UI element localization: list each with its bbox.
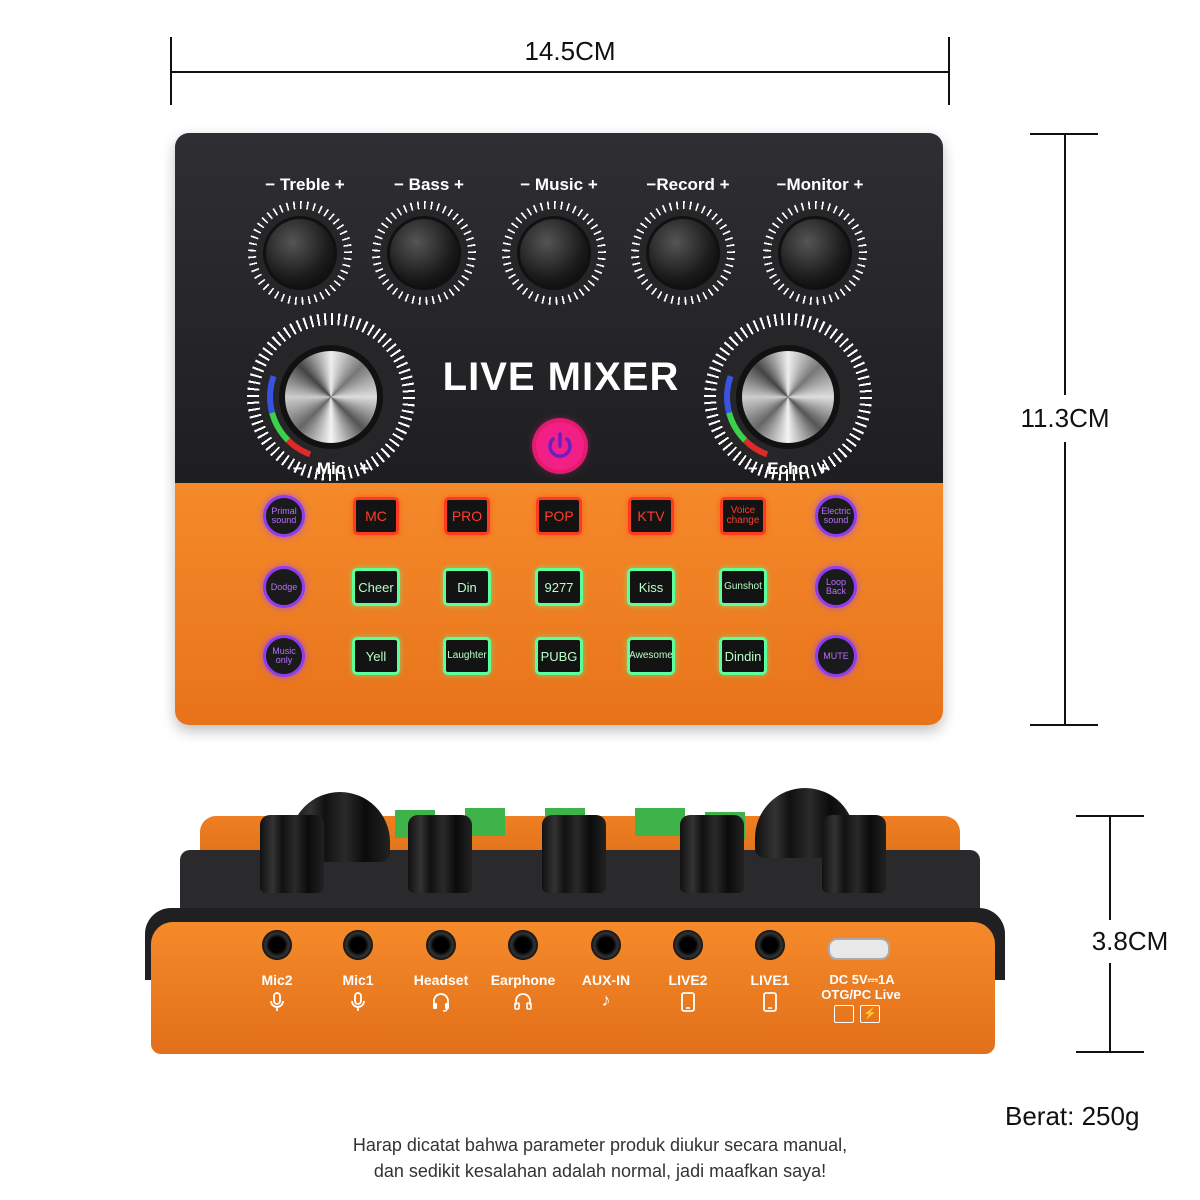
depth-dim-bottom-tick <box>1076 1051 1144 1053</box>
music-knob[interactable] <box>517 216 591 290</box>
mic-icon <box>313 992 403 1017</box>
port-headset[interactable]: Headset <box>396 930 486 1020</box>
headphone-icon <box>478 992 568 1017</box>
music-note-icon: ♪ <box>601 990 611 1010</box>
port-live2[interactable]: LIVE2 <box>643 930 733 1020</box>
port-label: Mic2 <box>261 972 293 988</box>
bass-knob-group: − Bass + <box>364 173 494 305</box>
disclaimer-line-2: dan sedikit kesalahan adalah normal, jad… <box>373 1161 827 1181</box>
bass-label: − Bass + <box>394 175 464 194</box>
pad-electric-sound[interactable]: Electric sound <box>815 495 857 537</box>
pad-9277[interactable]: 9277 <box>535 568 583 606</box>
echo-knob[interactable] <box>742 351 834 443</box>
monitor-knob-group: −Monitor + <box>755 173 885 305</box>
pad-cheer[interactable]: Cheer <box>352 568 400 606</box>
port-label: Mic1 <box>342 972 374 988</box>
port-earphone[interactable]: Earphone <box>478 930 568 1020</box>
mic-label: − Mic + <box>292 459 370 478</box>
connector-block <box>635 808 685 836</box>
pad-loop-back[interactable]: Loop Back <box>815 566 857 608</box>
pad-din[interactable]: Din <box>443 568 491 606</box>
echo-label: − Echo + <box>747 459 829 478</box>
pad-pop[interactable]: POP <box>536 497 582 535</box>
pad-pubg[interactable]: PUBG <box>535 637 583 675</box>
charge-icon: ⚡ <box>860 1005 880 1023</box>
monitor-knob-front[interactable] <box>260 815 324 893</box>
music-knob-group: − Music + <box>494 173 624 305</box>
record-label: −Record + <box>646 175 730 194</box>
otg-icon <box>834 1005 854 1023</box>
port-dc-usb-c[interactable]: DC 5V⎓1A OTG/PC Live ⚡ <box>808 930 918 1030</box>
bass-knob[interactable] <box>387 216 461 290</box>
pad-awesome[interactable]: Awesome <box>627 637 675 675</box>
record-knob-group: −Record + <box>623 173 753 305</box>
treble-knob[interactable] <box>263 216 337 290</box>
music-label: − Music + <box>520 175 598 194</box>
headset-icon <box>396 992 486 1017</box>
power-icon <box>548 432 572 458</box>
port-mic2[interactable]: Mic2 <box>232 930 322 1020</box>
pad-pro[interactable]: PRO <box>444 497 490 535</box>
height-dim-label: 11.3CM <box>1005 395 1125 442</box>
pad-primal-sound[interactable]: Primal sound <box>263 495 305 537</box>
port-label: AUX-IN <box>581 972 631 988</box>
mic-knob-group: − Mic + <box>245 311 417 483</box>
mic-icon <box>232 992 322 1017</box>
mixer-top-view: − Treble + − Bass + − Music + −Record <box>175 133 943 725</box>
control-panel: − Treble + − Bass + − Music + −Record <box>175 133 943 483</box>
disclaimer-line-1: Harap dicatat bahwa parameter produk diu… <box>352 1135 848 1155</box>
otg-label: OTG/PC Live <box>821 987 901 1002</box>
echo-knob-group: − Echo + <box>702 311 874 483</box>
port-label: LIVE1 <box>750 972 790 988</box>
monitor-knob[interactable] <box>778 216 852 290</box>
pad-ktv[interactable]: KTV <box>628 497 674 535</box>
port-label: LIVE2 <box>668 972 708 988</box>
mixer-front-view: Mic2 Mic1 Headset Earphone AUX-IN ♪ LIVE… <box>145 788 1005 1058</box>
phone-icon <box>725 992 815 1017</box>
monitor-label: −Monitor + <box>776 175 864 194</box>
pad-music-only[interactable]: Music only <box>263 635 305 677</box>
bass-knob-front[interactable] <box>680 815 744 893</box>
power-button[interactable] <box>536 422 584 470</box>
treble-label: − Treble + <box>265 175 345 194</box>
pad-kiss[interactable]: Kiss <box>627 568 675 606</box>
port-live1[interactable]: LIVE1 <box>725 930 815 1020</box>
phone-icon <box>643 992 733 1017</box>
usb-c-port <box>828 938 890 960</box>
treble-knob-group: − Treble + <box>240 173 370 305</box>
record-knob[interactable] <box>646 216 720 290</box>
depth-dim-label: 3.8CM <box>1070 920 1190 963</box>
pad-panel: Primal sound MC PRO POP KTV Voice change… <box>175 483 943 725</box>
pad-yell[interactable]: Yell <box>352 637 400 675</box>
treble-knob-front[interactable] <box>822 815 886 893</box>
pad-laughter[interactable]: Laughter <box>443 637 491 675</box>
pad-gunshot[interactable]: Gunshot <box>719 568 767 606</box>
port-label: Headset <box>413 972 469 988</box>
port-label: Earphone <box>490 972 556 988</box>
record-knob-front[interactable] <box>408 815 472 893</box>
width-dim-label: 14.5CM <box>500 36 640 67</box>
pad-dodge[interactable]: Dodge <box>263 566 305 608</box>
mic-knob[interactable] <box>285 351 377 443</box>
weight-label: Berat: 250g <box>1005 1101 1140 1131</box>
pad-dindin[interactable]: Dindin <box>719 637 767 675</box>
pad-mc[interactable]: MC <box>353 497 399 535</box>
port-aux-in[interactable]: AUX-IN ♪ <box>561 930 651 1020</box>
dc-label: DC 5V⎓1A <box>829 972 895 987</box>
brand-title: LIVE MIXER <box>442 355 680 399</box>
port-mic1[interactable]: Mic1 <box>313 930 403 1020</box>
pad-voice-change[interactable]: Voice change <box>720 497 766 535</box>
pad-mute[interactable]: MUTE <box>815 635 857 677</box>
width-dim-line <box>170 71 950 73</box>
music-knob-front[interactable] <box>542 815 606 893</box>
